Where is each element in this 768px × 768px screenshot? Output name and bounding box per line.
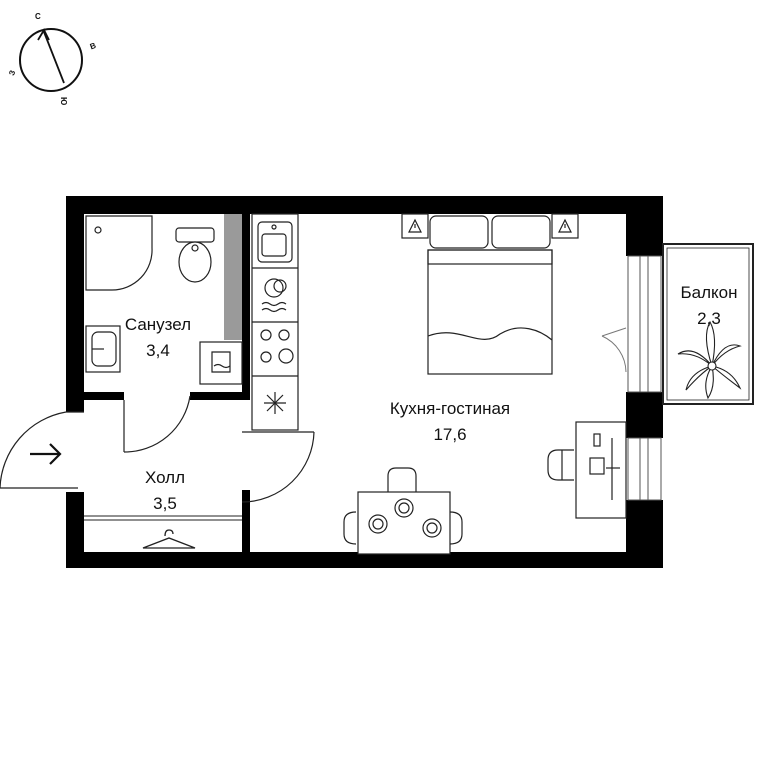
washing-machine-icon xyxy=(199,341,243,385)
compass-west: З xyxy=(7,69,17,77)
shower-icon xyxy=(85,215,153,291)
compass-north: С xyxy=(35,12,41,21)
entrance-arrow-icon xyxy=(30,443,62,465)
plant-icon xyxy=(677,320,742,400)
balcony-area: 2,3 xyxy=(697,309,721,328)
living-door xyxy=(241,431,315,503)
desk-icon xyxy=(575,421,627,519)
living-area: 17,6 xyxy=(433,425,466,444)
chair-icon xyxy=(449,511,463,545)
entrance-door xyxy=(0,411,84,489)
sink-icon xyxy=(85,325,121,373)
table-icon xyxy=(357,491,451,555)
dishwasher-icon xyxy=(261,278,287,313)
balcony xyxy=(662,243,754,405)
utility-shaft xyxy=(224,214,242,340)
bed-icon xyxy=(427,215,553,375)
hanger-icon xyxy=(142,529,196,549)
kitchen-counter xyxy=(251,213,299,431)
hall-name: Холл xyxy=(145,468,185,487)
balcony-door-swing xyxy=(601,327,627,373)
balcony-name: Балкон xyxy=(680,283,737,302)
window-right-lower xyxy=(627,437,662,501)
bathroom-area: 3,4 xyxy=(146,341,170,360)
walls xyxy=(66,196,663,568)
hall-area: 3,5 xyxy=(153,494,177,513)
toilet-icon xyxy=(175,227,215,283)
compass-south: Ю xyxy=(59,97,68,105)
chair-icon xyxy=(387,467,417,492)
chair-icon xyxy=(343,511,357,545)
bathroom-door xyxy=(123,395,191,453)
kitchen-sink-icon xyxy=(257,221,293,263)
nightstand-icon xyxy=(551,213,579,239)
bathroom-name: Санузел xyxy=(125,315,191,334)
wardrobe xyxy=(84,515,242,521)
chair-icon xyxy=(547,449,574,481)
window-right-upper xyxy=(627,255,662,393)
nightstand-icon xyxy=(401,213,429,239)
living-name: Кухня-гостиная xyxy=(390,399,510,418)
compass-icon: С В Ю З xyxy=(7,12,97,105)
compass-east: В xyxy=(89,41,98,52)
fridge-icon xyxy=(264,392,286,414)
stove-icon xyxy=(260,329,294,364)
